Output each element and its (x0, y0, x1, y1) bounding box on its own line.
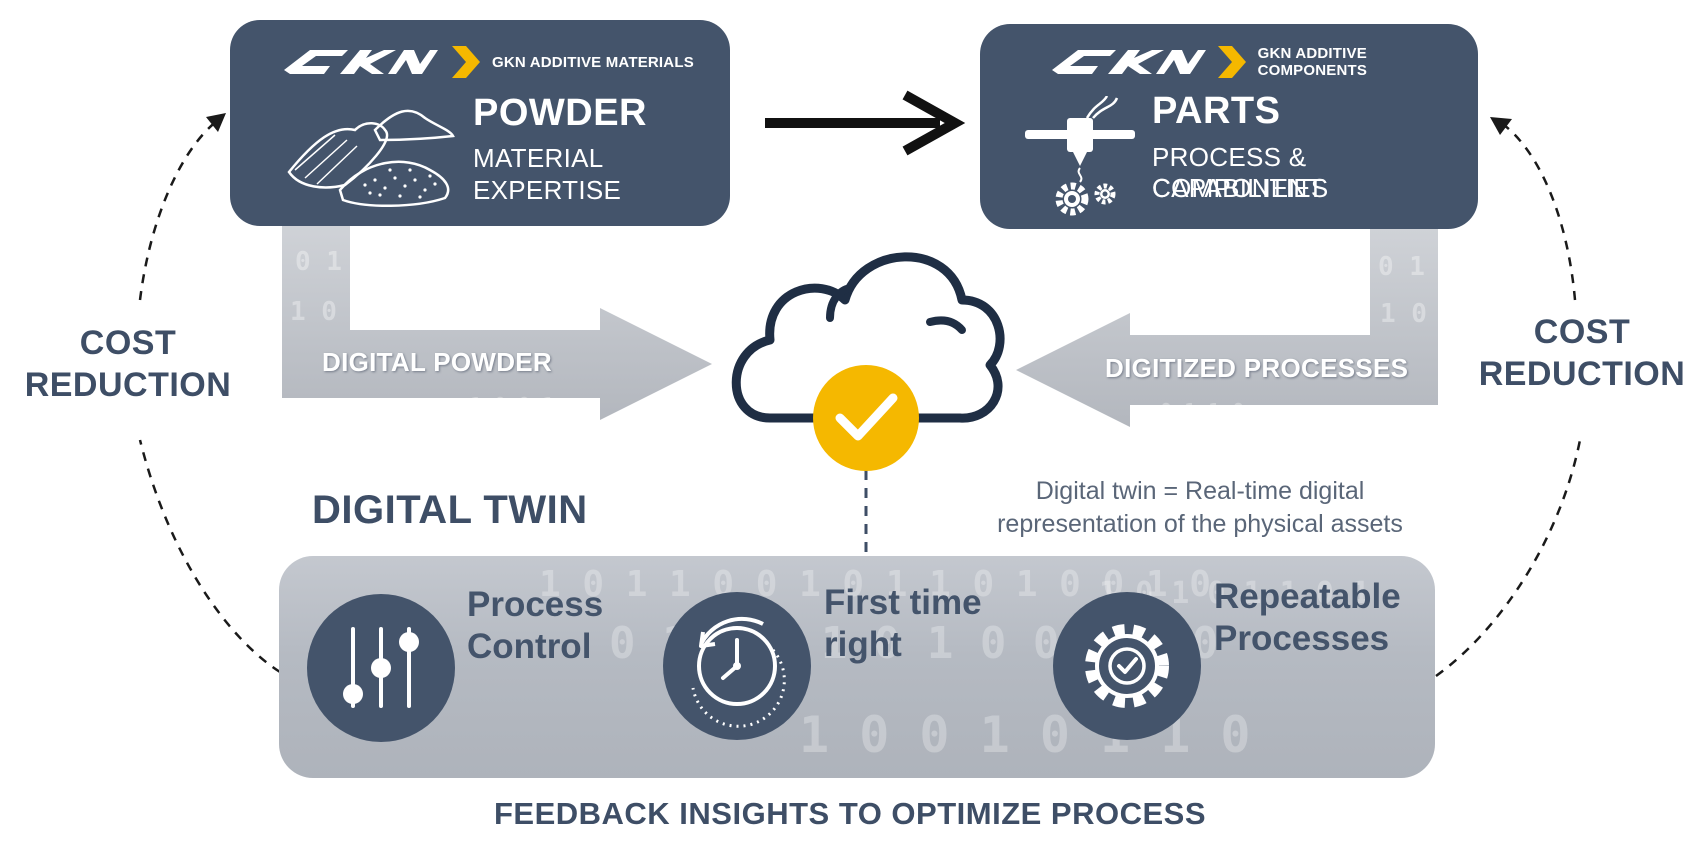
powder-piles-icon (287, 109, 455, 208)
svg-text:1 0 0 1: 1 0 0 1 (470, 393, 554, 417)
left-cost-line2: REDUCTION (24, 366, 232, 404)
parts-subtitle-line1: PROCESS & COMPONENT (1152, 142, 1324, 203)
right-cost-line2: REDUCTION (1478, 355, 1686, 393)
check-badge-icon (813, 365, 919, 471)
repeatable-processes-label: Repeatable Processes (1214, 576, 1401, 660)
feature-line2: Control (467, 627, 592, 666)
digitized-processes-label: DIGITIZED PROCESSES (1105, 353, 1409, 383)
feature-line2: Processes (1214, 619, 1390, 658)
gkn-chevron-icon (452, 46, 480, 78)
gkn-chevron-icon (1217, 46, 1246, 78)
powder-subtitle-line2: EXPERTISE (473, 175, 622, 205)
definition-line1: Digital twin = Real-time digital (1035, 477, 1365, 505)
parts-subtitle-line2: CAPABILITIES (1152, 173, 1329, 203)
parts-title: PARTS (1152, 90, 1281, 132)
svg-text:0 1 1 0: 0 1 1 0 (1160, 399, 1244, 423)
feature-line1: Repeatable (1214, 577, 1401, 616)
gear-check-icon (1085, 624, 1169, 708)
svg-text:0 1: 0 1 (1378, 252, 1425, 282)
left-cost-line1: COST (79, 324, 177, 362)
digital-twin-panel: 1 0 1 1 0 0 1 0 1 1 0 1 0 0 1 0 0 1 0 1 … (279, 556, 1435, 778)
clock-icon (691, 616, 786, 728)
svg-text:1 0: 1 0 (290, 297, 337, 327)
svg-text:1 0: 1 0 (1380, 299, 1427, 329)
gkn-components-logo: GKN ADDITIVE COMPONENTS (1048, 44, 1478, 80)
svg-text:1 0 1 0 0 1: 1 0 1 0 0 1 (1150, 309, 1296, 334)
definition-line2: representation of the physical assets (997, 510, 1403, 538)
left-cost-loop (138, 113, 281, 674)
first-time-right-badge (663, 592, 811, 740)
svg-text:0 1 0 1 1 0: 0 1 0 1 1 0 (390, 303, 536, 328)
gkn-logo-icon (284, 50, 438, 74)
feature-line2: right (824, 625, 902, 664)
powder-materials-box: GKN ADDITIVE MATERIALS POWDER MATERIAL E… (230, 20, 730, 226)
feature-line1: First time (824, 583, 982, 622)
cloud-icon (731, 252, 1005, 423)
3d-printer-gears-icon (1025, 96, 1135, 216)
sliders-icon (343, 627, 419, 708)
powder-title: POWDER (473, 92, 647, 134)
right-cost-line1: COST (1533, 313, 1631, 351)
right-cost-reduction-label: COST REDUCTION (1468, 311, 1696, 395)
powder-to-parts-arrow (765, 90, 966, 156)
powder-subtitle-line1: MATERIAL (473, 143, 604, 173)
gkn-logo-icon (1052, 50, 1206, 74)
components-brand: GKN ADDITIVE COMPONENTS (1257, 45, 1368, 79)
right-cost-loop (1435, 117, 1582, 678)
materials-brand: GKN ADDITIVE MATERIALS (492, 53, 694, 71)
process-control-label: Process Control (467, 584, 603, 668)
digital-powder-label: DIGITAL POWDER (322, 347, 553, 377)
svg-text:0 1: 0 1 (295, 247, 342, 277)
gkn-materials-logo: GKN ADDITIVE MATERIALS (280, 44, 694, 80)
first-time-right-label: First time right (824, 582, 982, 666)
repeatable-processes-badge (1053, 592, 1201, 740)
digitized-processes-flow-arrow: 0 1 1 0 1 0 1 0 0 1 0 1 1 0 (1016, 229, 1438, 427)
digital-powder-flow-arrow: 0 1 1 0 0 1 0 1 1 0 1 0 0 1 (282, 226, 712, 420)
left-cost-reduction-label: COST REDUCTION (18, 322, 238, 406)
feedback-insights-label: FEEDBACK INSIGHTS TO OPTIMIZE PROCESS (493, 796, 1207, 831)
process-control-badge (307, 594, 455, 742)
digital-twin-definition: Digital twin = Real-time digital represe… (960, 475, 1440, 541)
parts-components-box: GKN ADDITIVE COMPONENTS PARTS PROCESS & … (980, 24, 1478, 229)
feature-line1: Process (467, 585, 604, 624)
digital-twin-heading: DIGITAL TWIN (312, 488, 588, 532)
